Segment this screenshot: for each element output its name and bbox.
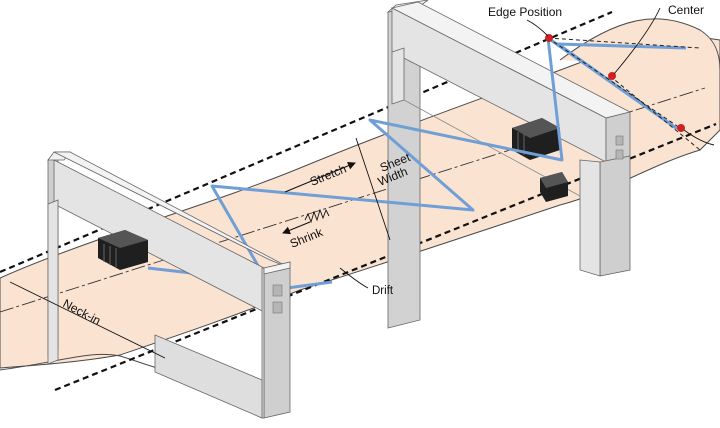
far-edge-marker-icon [677, 124, 685, 132]
near-scanner-frame [47, 151, 291, 419]
far-scanner-frame [386, 0, 632, 329]
center-label: Center [668, 3, 704, 17]
shrink-arrow [282, 221, 311, 235]
edge-dashed-a [547, 37, 681, 129]
stretch-arrow [284, 161, 356, 193]
drift-leader [339, 267, 369, 289]
center-leader [613, 7, 661, 75]
edge-dashed-c [609, 75, 701, 151]
neck-in-line [9, 281, 166, 359]
far-edge-leader [683, 129, 715, 146]
near-measurement-head-icon [98, 230, 148, 270]
edge-marker-icon [545, 34, 553, 42]
sheet-width-line [355, 137, 391, 241]
edge-position-leader [526, 19, 549, 37]
edge-position-label: Edge Position [488, 5, 562, 19]
shrink-zigzag-icon [304, 208, 330, 224]
measurement-head-icon [512, 118, 568, 202]
drift-label: Drift [372, 285, 394, 297]
edge-dashed-b [547, 37, 701, 49]
